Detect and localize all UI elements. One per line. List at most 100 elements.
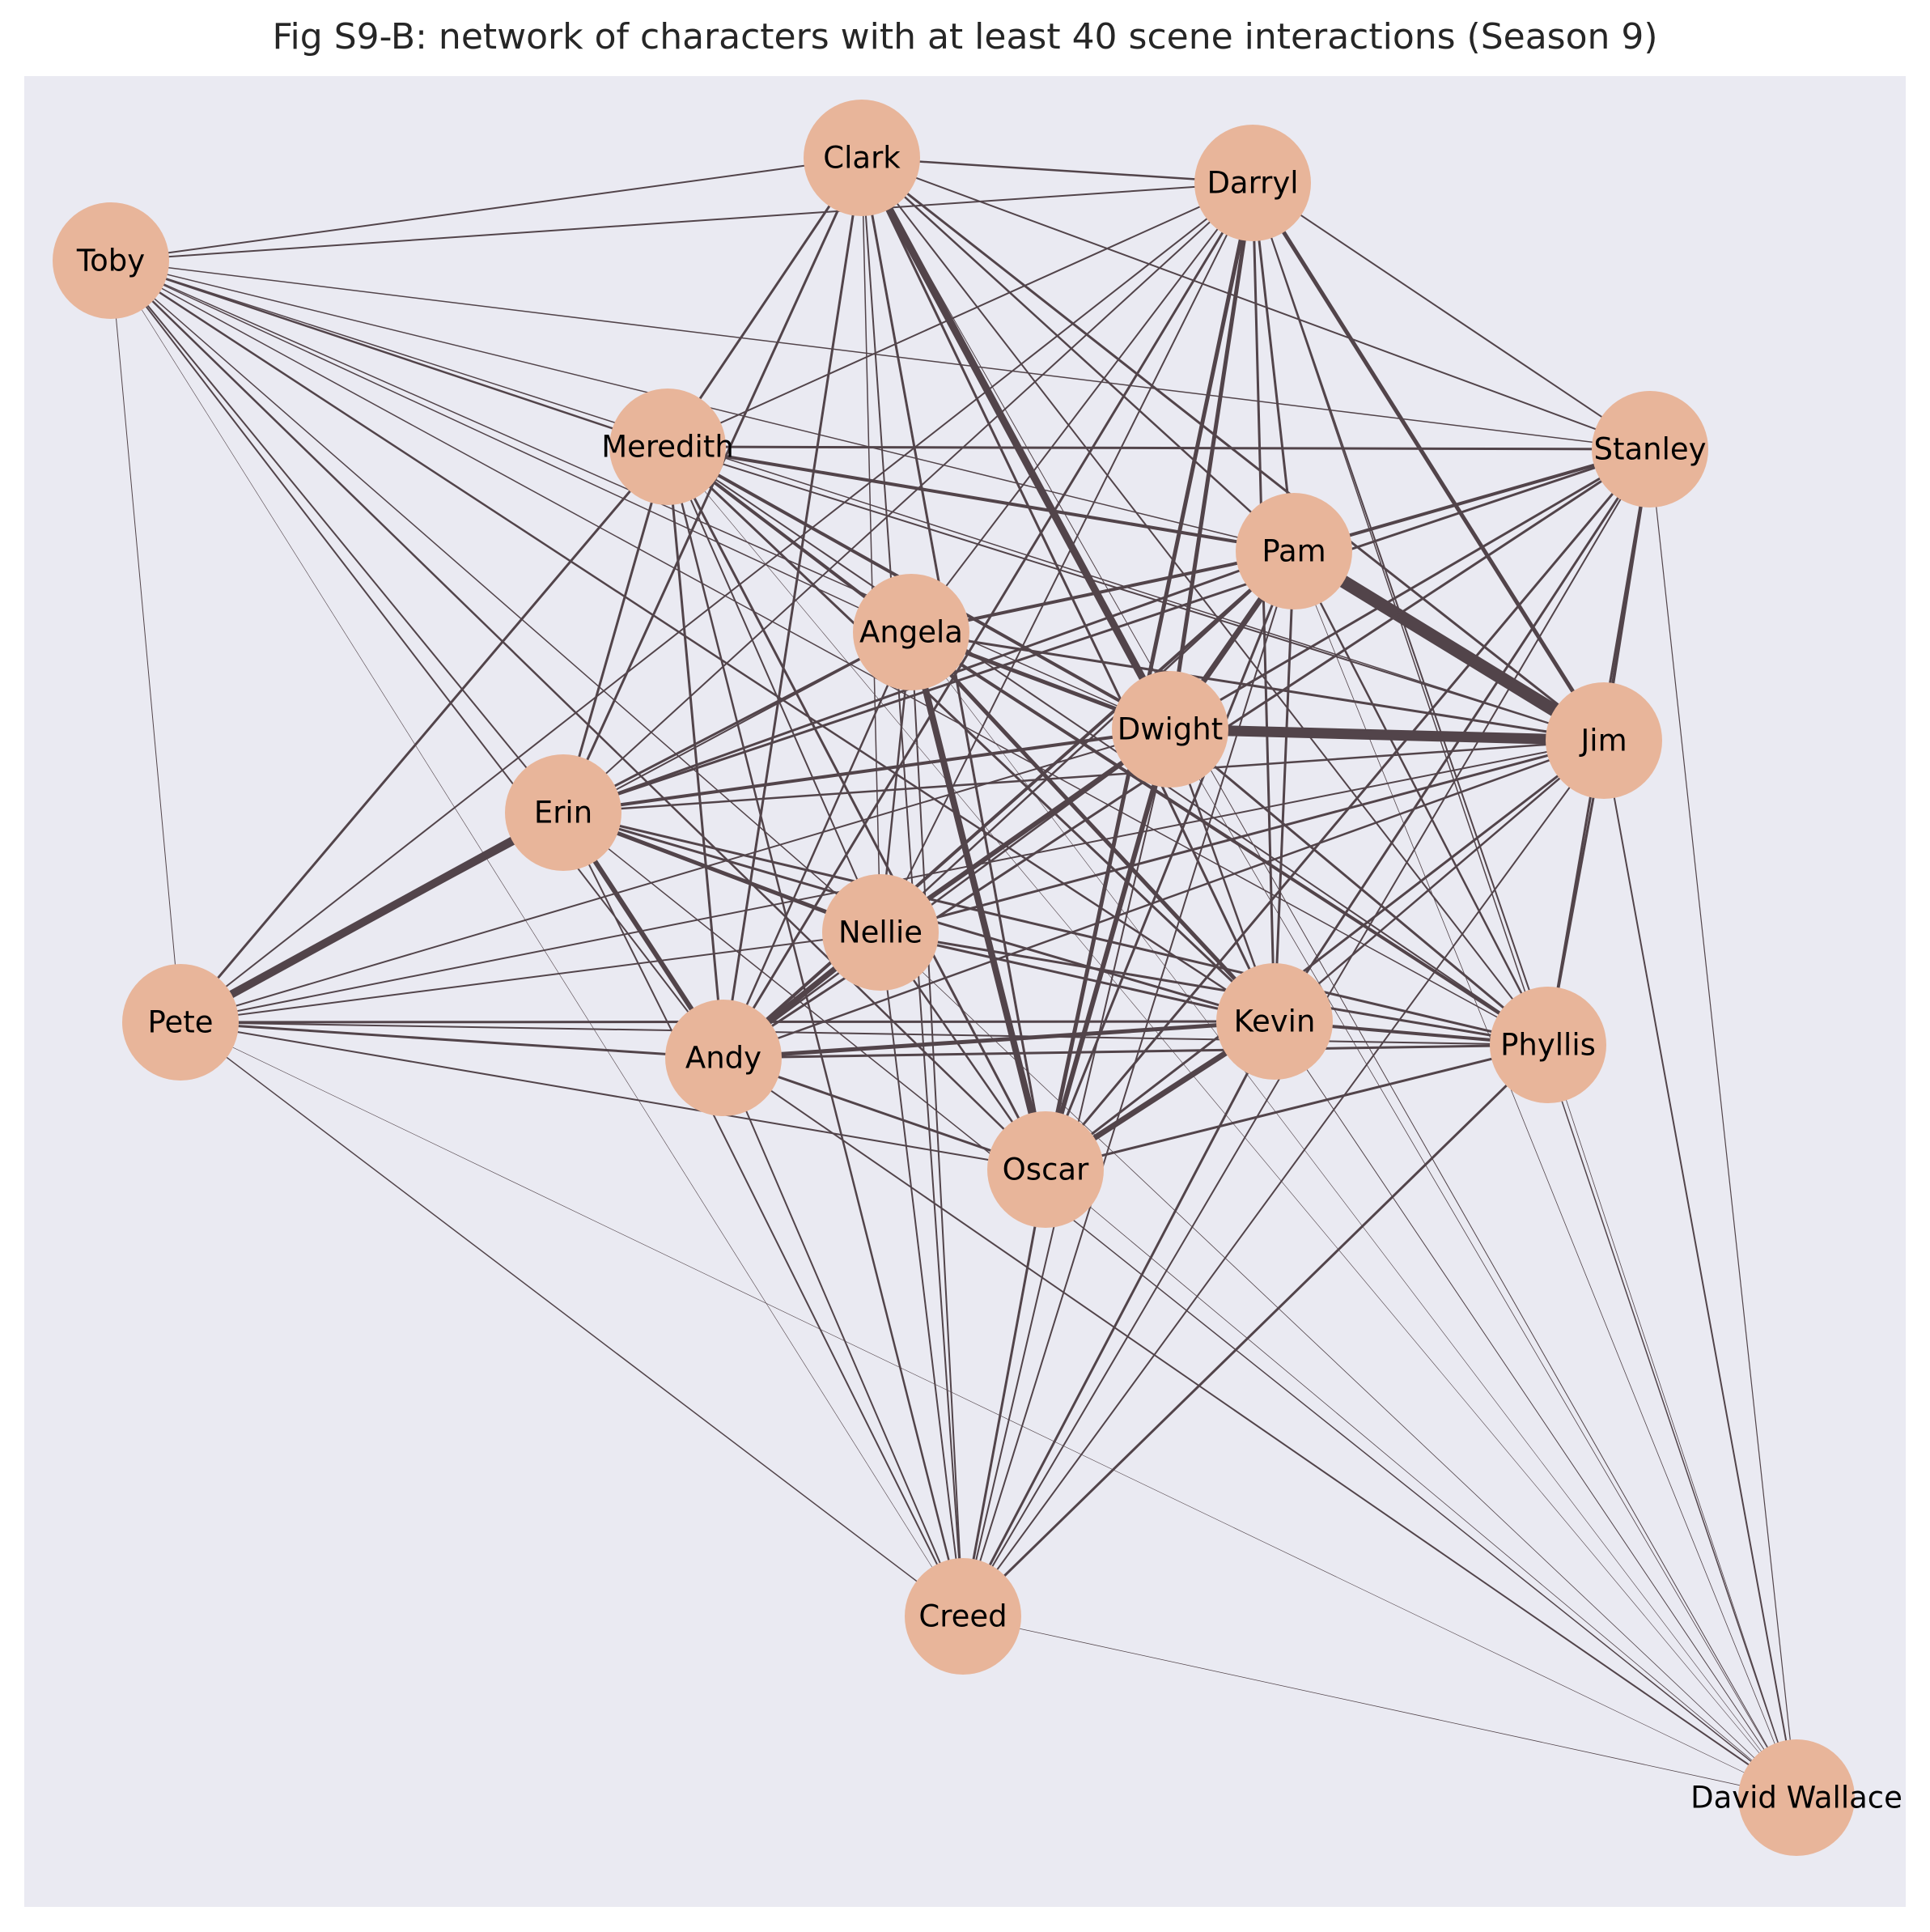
node-erin: Erin xyxy=(505,754,621,871)
edge-pete-dwight xyxy=(180,728,1171,1023)
edge-angela-pam xyxy=(910,550,1295,634)
node-dwight: Dwight xyxy=(1112,671,1228,788)
edge-oscar-jim xyxy=(1045,739,1605,1171)
edge-pete-andy xyxy=(180,1021,724,1059)
node-circle-clark xyxy=(804,100,920,216)
node-toby: Toby xyxy=(53,202,169,319)
edge-pam-jim xyxy=(1290,546,1608,746)
edge-toby-nellie xyxy=(110,260,881,933)
edge-toby-clark xyxy=(110,157,863,261)
edge-creed-oscar xyxy=(961,1169,1047,1617)
edge-andy-phyllis xyxy=(723,1043,1549,1059)
edge-angela-jim xyxy=(910,631,1605,742)
node-label-kevin: Kevin xyxy=(1234,1004,1316,1039)
node-label-david-wallace: David Wallace xyxy=(1690,1781,1902,1815)
edge-clark-dwight xyxy=(859,155,1173,732)
edge-stanley-dwight xyxy=(1169,448,1651,731)
node-circle-dwight xyxy=(1112,671,1228,788)
node-phyllis: Phyllis xyxy=(1490,987,1606,1103)
edge-meredith-kevin xyxy=(666,445,1276,1023)
node-label-nellie: Nellie xyxy=(838,915,923,950)
edge-toby-oscar xyxy=(110,260,1046,1170)
node-circle-david-wallace xyxy=(1738,1739,1855,1856)
edge-david-wallace-stanley xyxy=(1649,448,1797,1798)
node-circle-meredith xyxy=(609,389,726,505)
node-label-angela: Angela xyxy=(859,615,963,650)
edge-creed-nellie xyxy=(880,932,964,1617)
node-label-andy: Andy xyxy=(685,1041,761,1076)
edge-david-wallace-pam xyxy=(1293,550,1797,1798)
edge-toby-stanley xyxy=(110,260,1651,450)
node-circle-jim xyxy=(1546,682,1662,799)
edge-nellie-phyllis xyxy=(880,931,1549,1047)
edge-kevin-pam xyxy=(1273,550,1296,1022)
edge-toby-creed xyxy=(110,260,964,1617)
edge-dwight-oscar xyxy=(1043,728,1173,1170)
node-label-dwight: Dwight xyxy=(1118,712,1223,747)
edge-angela-oscar xyxy=(908,631,1049,1170)
edge-darryl-pam xyxy=(1251,182,1296,552)
edge-creed-phyllis xyxy=(961,1043,1550,1618)
edge-nellie-meredith xyxy=(667,446,881,933)
edge-meredith-andy xyxy=(666,446,725,1059)
edge-david-wallace-nellie xyxy=(880,932,1797,1798)
edge-pam-nellie xyxy=(880,550,1295,933)
node-creed: Creed xyxy=(905,1558,1021,1675)
edge-phyllis-meredith xyxy=(667,446,1549,1046)
edge-darryl-meredith xyxy=(667,182,1253,448)
edge-pam-phyllis xyxy=(1292,550,1550,1046)
edge-david-wallace-jim xyxy=(1603,740,1797,1798)
edge-erin-phyllis xyxy=(562,811,1549,1047)
edge-pete-phyllis xyxy=(180,1021,1549,1046)
node-pete: Pete xyxy=(122,964,239,1081)
node-label-oscar: Oscar xyxy=(1003,1153,1089,1187)
edge-darryl-jim xyxy=(1250,181,1606,742)
edge-oscar-phyllis xyxy=(1045,1043,1549,1171)
node-oscar: Oscar xyxy=(987,1111,1104,1228)
edge-stanley-kevin xyxy=(1273,448,1652,1022)
edge-david-wallace-creed xyxy=(962,1616,1797,1798)
node-label-meredith: Meredith xyxy=(601,430,734,465)
edge-david-wallace-oscar xyxy=(1045,1169,1797,1798)
node-circle-kevin xyxy=(1216,963,1333,1080)
node-circle-darryl xyxy=(1194,125,1311,241)
edge-creed-pam xyxy=(962,550,1295,1617)
edge-toby-erin xyxy=(110,260,564,813)
edge-clark-darryl xyxy=(861,156,1253,185)
edge-pete-david-wallace xyxy=(180,1021,1797,1798)
edge-dwight-andy xyxy=(723,728,1171,1059)
node-circle-andy xyxy=(665,1000,782,1116)
node-label-clark: Clark xyxy=(823,141,901,176)
node-angela: Angela xyxy=(853,574,969,690)
edge-meredith-pam xyxy=(667,445,1295,553)
edge-clark-stanley xyxy=(861,157,1651,450)
edge-david-wallace-clark xyxy=(861,157,1797,1798)
node-pam: Pam xyxy=(1236,493,1352,609)
node-circle-creed xyxy=(905,1558,1021,1675)
node-label-jim: Jim xyxy=(1579,724,1627,758)
edge-dwight-jim xyxy=(1169,724,1605,746)
edge-darryl-stanley xyxy=(1252,182,1651,450)
edge-creed-meredith xyxy=(666,446,965,1617)
edge-jim-erin xyxy=(562,739,1605,814)
node-andy: Andy xyxy=(665,1000,782,1116)
edge-creed-kevin xyxy=(961,1021,1276,1617)
node-circle-toby xyxy=(53,202,169,319)
edge-toby-kevin xyxy=(110,259,1275,1023)
edge-creed-andy xyxy=(723,1057,964,1617)
edge-clark-andy xyxy=(722,157,863,1059)
node-circle-pam xyxy=(1236,493,1352,609)
edge-stanley-oscar xyxy=(1044,448,1652,1170)
edge-angela-phyllis xyxy=(910,631,1550,1047)
edge-clark-pam xyxy=(861,157,1295,552)
edge-clark-erin xyxy=(562,157,863,813)
edge-darryl-phyllis xyxy=(1252,182,1549,1046)
node-label-toby: Toby xyxy=(76,244,145,278)
node-circle-nellie xyxy=(822,874,939,991)
node-stanley: Stanley xyxy=(1592,391,1708,507)
node-label-erin: Erin xyxy=(534,796,592,830)
edge-david-wallace-darryl xyxy=(1252,182,1797,1798)
node-label-creed: Creed xyxy=(918,1599,1007,1634)
node-circle-erin xyxy=(505,754,621,871)
